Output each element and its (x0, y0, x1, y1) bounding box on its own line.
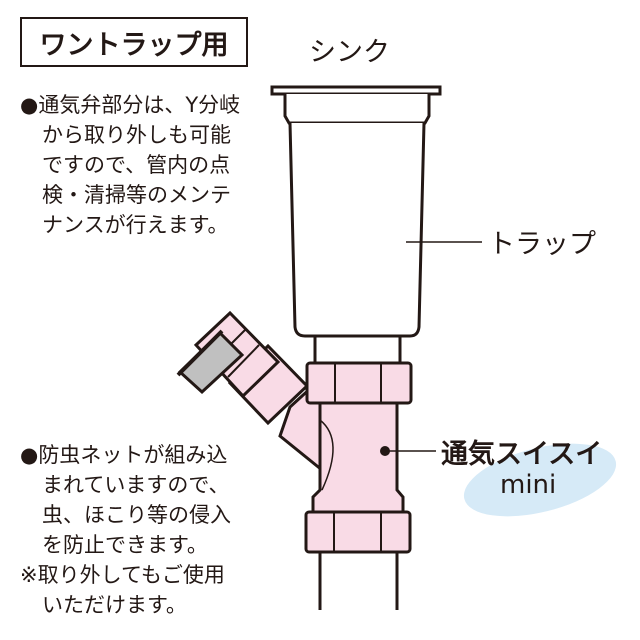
mini-ellipse (463, 443, 617, 517)
title-text: ワントラップ用 (39, 29, 229, 61)
note-insect-net: ●防虫ネットが組み込 まれていますので、 虫、ほこり等の侵入 を防止できます。 … (20, 440, 231, 620)
note-line: ナンスが行えます。 (42, 213, 229, 237)
note-line: 検・清掃等のメンテ (42, 183, 231, 207)
sink-flange (270, 85, 442, 96)
trap-body (288, 122, 426, 338)
footnote-line: いただけます。 (42, 593, 187, 617)
footnote-line: ※取り外してもご使用 (20, 563, 225, 587)
title-box: ワントラップ用 (20, 17, 248, 67)
upper-nut (305, 361, 413, 405)
lower-nut (304, 510, 412, 554)
product-name-label: 通気スイスイ (441, 439, 603, 470)
trap-label: トラップ (488, 229, 596, 260)
note-line: ●通気弁部分は、Y分岐 (20, 93, 241, 117)
y-body (311, 398, 405, 517)
note-line: ですので、管内の点 (42, 153, 231, 177)
sink-label: シンク (309, 37, 390, 68)
cap-rim (176, 329, 224, 377)
note-line: 虫、ほこり等の侵入 (42, 503, 231, 527)
note-line: まれていますので、 (42, 473, 230, 497)
note-maintenance: ●通気弁部分は、Y分岐 から取り外しも可能 ですので、管内の点 検・清掃等のメン… (20, 90, 240, 240)
trap-collar (283, 94, 431, 125)
note-line: から取り外しも可能 (42, 123, 231, 147)
product-sub-label: mini (500, 470, 557, 500)
note-line: を防止できます。 (42, 533, 208, 557)
note-line: ●防虫ネットが組み込 (20, 443, 228, 467)
